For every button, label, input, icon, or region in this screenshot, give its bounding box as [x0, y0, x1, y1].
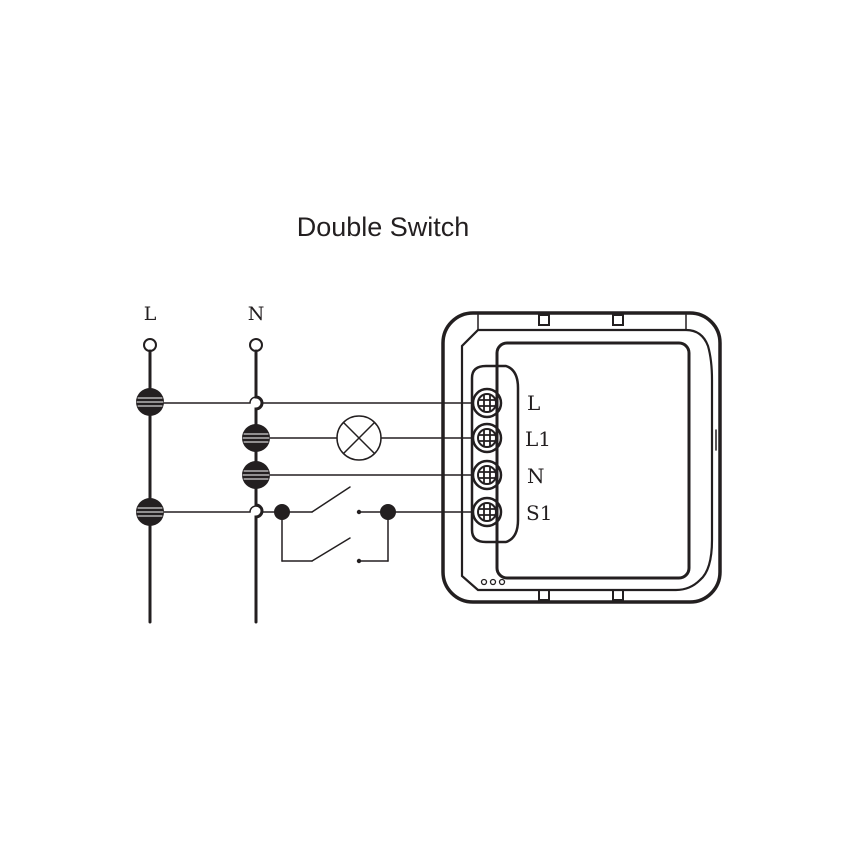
- switch-junction-left: [274, 504, 290, 520]
- screw-terminal-L: [471, 387, 503, 419]
- module-clip: [612, 589, 624, 601]
- supply-line-label: L: [144, 303, 157, 325]
- module-clip: [612, 314, 624, 326]
- terminal-label-S1: S1: [526, 501, 552, 525]
- indicator-dot: [498, 578, 506, 586]
- diagram-title: Double Switch: [296, 212, 470, 242]
- wire-connectors: [136, 388, 396, 526]
- indicator-dot: [489, 578, 497, 586]
- supply-line-terminal: [143, 338, 157, 352]
- indicator-dot: [480, 578, 488, 586]
- wire-line-to-switch: [149, 505, 283, 513]
- module-clip: [538, 589, 550, 601]
- terminal-label-N: N: [527, 464, 545, 488]
- supply-neutral-terminal: [249, 338, 263, 352]
- wire-line-to-L: [149, 396, 473, 404]
- double-switch-icon: [281, 486, 389, 564]
- screw-terminal-S1: [471, 496, 503, 528]
- module-clip: [538, 314, 550, 326]
- terminal-label-L1: L1: [525, 427, 551, 451]
- smart-switch-module: [441, 311, 722, 604]
- module-face: [495, 341, 691, 580]
- terminal-label-L: L: [527, 391, 540, 415]
- module-outer-case: [441, 311, 722, 604]
- module-inner-bezel: [460, 328, 714, 592]
- screw-terminal-L1: [471, 422, 503, 454]
- switch-junction-right: [380, 504, 396, 520]
- screw-terminal-N: [471, 459, 503, 491]
- connector-ridges: [136, 397, 270, 517]
- terminal-block: [470, 364, 520, 544]
- supply-neutral-label: N: [248, 303, 265, 325]
- lamp-icon: [336, 415, 382, 461]
